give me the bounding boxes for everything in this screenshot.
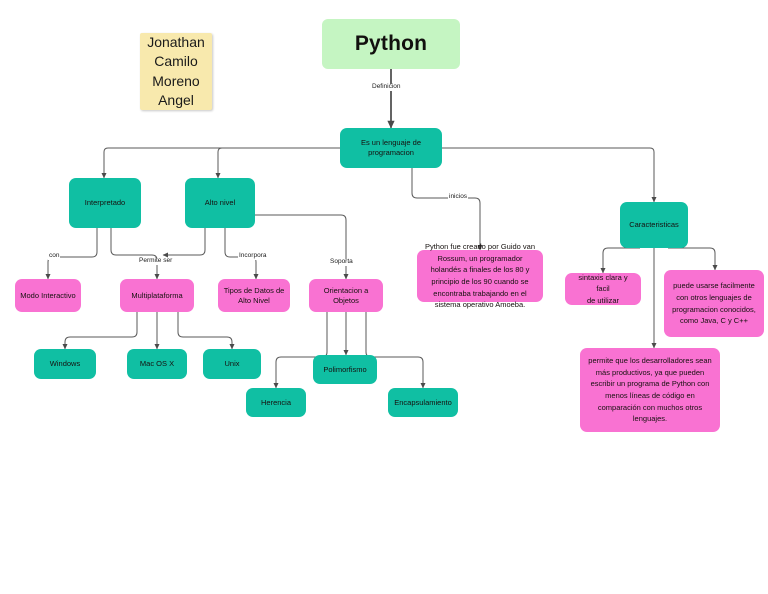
node-mac-os-x[interactable]: Mac OS X — [127, 349, 187, 379]
edge-definicion-caracteristicas — [442, 147, 657, 203]
node-interpretado[interactable]: Interpretado — [69, 178, 141, 228]
node-tipos-de-datos[interactable]: Tipos de Datos de Alto Nivel — [218, 279, 290, 312]
edge-label-incorpora: Incorpora — [238, 252, 268, 260]
edge-label-soporta: Soporta — [329, 258, 354, 266]
edge-definicion-altonivel — [215, 147, 340, 179]
edge-altonivel-orientacion — [245, 214, 349, 280]
node-modo-interactivo[interactable]: Modo Interactivo — [15, 279, 81, 312]
edge-label-permite-ser: Permite ser — [138, 257, 174, 265]
node-productividad[interactable]: permite que los desarrolladores sean más… — [580, 348, 720, 432]
edge-label-con: con — [48, 252, 61, 260]
edge-caracteristicas-sintaxis — [600, 247, 640, 274]
node-author-note[interactable]: Jonathan Camilo Moreno Angel — [140, 33, 212, 110]
node-historia[interactable]: Python fue creado por Guido van Rossum, … — [417, 242, 543, 309]
edge-altonivel-multiplataforma — [162, 228, 206, 258]
edge-multiplataforma-windows — [62, 312, 138, 350]
edge-definicion-interpretado — [101, 147, 340, 179]
edge-caracteristicas-interoperable — [668, 247, 718, 271]
node-orientacion-objetos[interactable]: Orientacion a Objetos — [309, 279, 383, 312]
edge-multiplataforma-unix — [177, 312, 235, 350]
edge-label-definicion: Definicion — [371, 83, 402, 91]
node-sintaxis[interactable]: sintaxis clara y facil de utilizar — [565, 273, 641, 305]
node-multiplataforma[interactable]: Multiplataforma — [120, 279, 194, 312]
node-definicion[interactable]: Es un lenguaje de programacion — [340, 128, 442, 168]
edge-definicion-historia — [411, 168, 483, 251]
node-alto-nivel[interactable]: Alto nivel — [185, 178, 255, 228]
node-python-title[interactable]: Python — [322, 19, 460, 69]
edge-label-inicios: inicios — [448, 193, 469, 201]
node-unix[interactable]: Unix — [203, 349, 261, 379]
node-encapsulamiento[interactable]: Encapsulamiento — [388, 388, 458, 417]
node-interoperable[interactable]: puede usarse facilmente con otros lengua… — [664, 270, 764, 337]
node-herencia[interactable]: Herencia — [246, 388, 306, 417]
node-windows[interactable]: Windows — [34, 349, 96, 379]
node-polimorfismo[interactable]: Polimorfismo — [313, 355, 377, 384]
edge-interpretado-multiplataforma — [110, 228, 160, 280]
node-caracteristicas[interactable]: Caracteristicas — [620, 202, 688, 248]
